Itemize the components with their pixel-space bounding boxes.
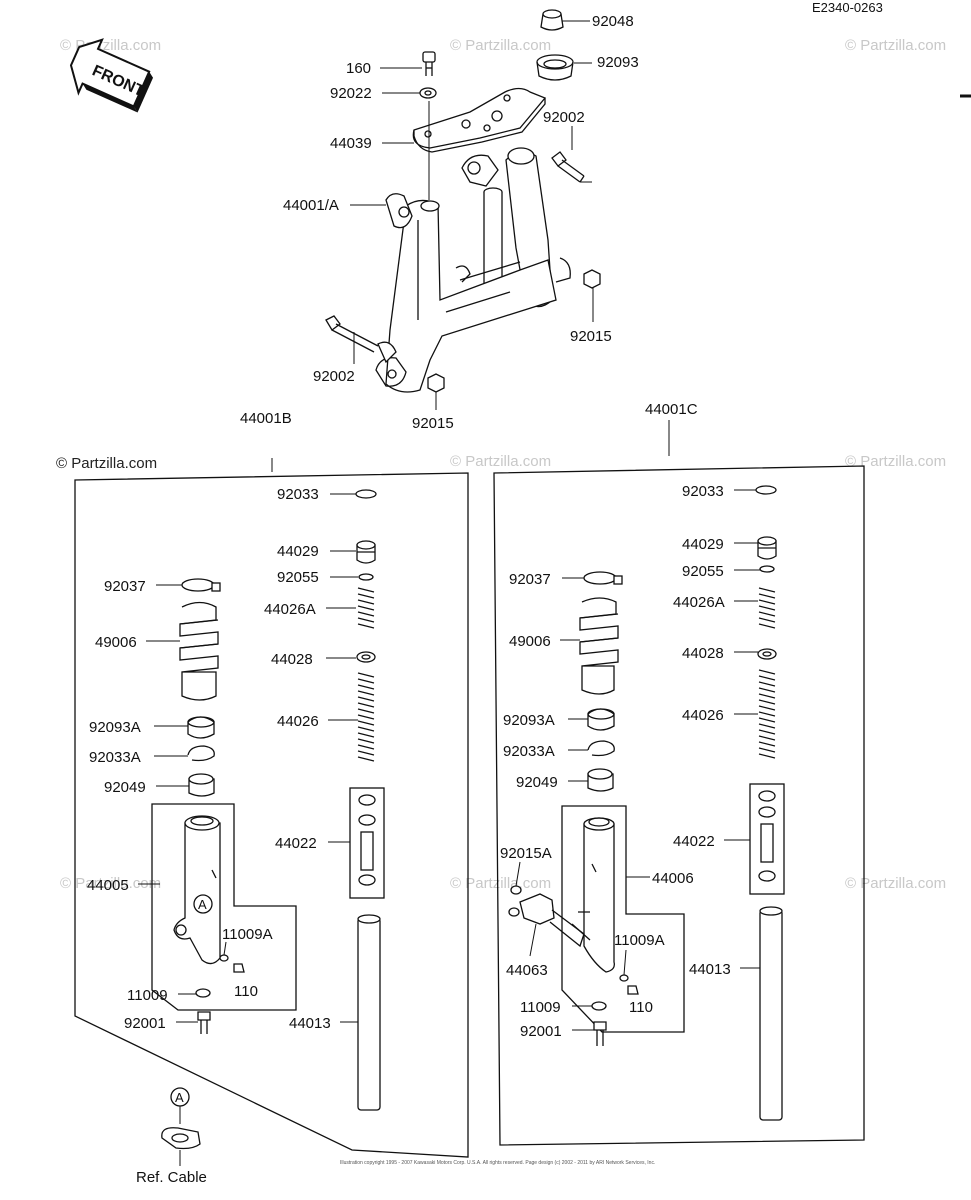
left-part-11009a: 11009A — [222, 926, 273, 943]
watermark-dark: © Partzilla.com — [56, 455, 157, 472]
right-part-92033: 92033 — [682, 483, 724, 500]
left-part-44005: 44005 — [87, 877, 129, 894]
steering-stem-drawing — [325, 9, 601, 393]
front-arrow-icon: FRONT — [69, 38, 154, 113]
part-92002-lower: 92002 — [313, 368, 355, 385]
right-part-44026: 44026 — [682, 707, 724, 724]
right-fork-frame — [493, 465, 865, 1146]
watermark: © Partzilla.com — [845, 875, 946, 892]
left-part-92093a: 92093A — [89, 719, 141, 736]
left-part-110: 110 — [234, 983, 258, 1000]
part-92015-lower: 92015 — [412, 415, 454, 432]
right-part-44006: 44006 — [652, 870, 694, 887]
spring-short — [357, 587, 375, 629]
right-part-92055: 92055 — [682, 563, 724, 580]
right-part-44063: 44063 — [506, 962, 548, 979]
right-part-92093a: 92093A — [503, 712, 555, 729]
part-92093: 92093 — [597, 54, 639, 71]
right-part-92037: 92037 — [509, 571, 551, 588]
ref-circle-a: A — [198, 897, 207, 912]
left-part-44013: 44013 — [289, 1015, 331, 1032]
watermark: © Partzilla.com — [450, 875, 551, 892]
left-part-92049: 92049 — [104, 779, 146, 796]
right-part-44029: 44029 — [682, 536, 724, 553]
left-fork-drawing: A — [151, 489, 385, 1111]
right-part-92049: 92049 — [516, 774, 558, 791]
assembly-44001c: 44001C — [645, 401, 698, 418]
right-part-44026a: 44026A — [673, 594, 725, 611]
part-160: 160 — [346, 60, 371, 77]
copyright-text: Illustration copyright 1995 - 2007 Kawas… — [340, 1160, 655, 1166]
watermark: © Partzilla.com — [60, 37, 161, 54]
left-part-11009: 11009 — [127, 987, 168, 1004]
right-part-92001: 92001 — [520, 1023, 562, 1040]
right-part-49006: 49006 — [509, 633, 551, 650]
left-part-92001: 92001 — [124, 1015, 166, 1032]
watermark: © Partzilla.com — [845, 453, 946, 470]
right-part-11009a: 11009A — [614, 932, 665, 949]
left-part-49006: 49006 — [95, 634, 137, 651]
watermark: © Partzilla.com — [450, 453, 551, 470]
ref-circle-a-label: A — [175, 1090, 184, 1105]
left-part-92033: 92033 — [277, 486, 319, 503]
left-part-44026: 44026 — [277, 713, 319, 730]
right-part-44022: 44022 — [673, 833, 715, 850]
ref-cable-label: Ref. Cable — [136, 1169, 207, 1186]
right-part-44028: 44028 — [682, 645, 724, 662]
left-part-92033a: 92033A — [89, 749, 141, 766]
left-fork-frame — [74, 472, 469, 1158]
left-part-92037: 92037 — [104, 578, 146, 595]
right-fork-drawing — [508, 485, 785, 1121]
cable-clamp-icon — [161, 1127, 201, 1150]
part-92048: 92048 — [592, 13, 634, 30]
right-part-92033a: 92033A — [503, 743, 555, 760]
left-part-44028: 44028 — [271, 651, 313, 668]
left-part-92055: 92055 — [277, 569, 319, 586]
part-92015-right: 92015 — [570, 328, 612, 345]
watermark: © Partzilla.com — [60, 875, 161, 892]
left-part-44022: 44022 — [275, 835, 317, 852]
part-44039: 44039 — [330, 135, 372, 152]
watermark: © Partzilla.com — [450, 37, 551, 54]
right-part-92015a: 92015A — [500, 845, 552, 862]
part-92002-top: 92002 — [543, 109, 585, 126]
spring-long — [357, 672, 375, 762]
ref-code: E2340-0263 — [812, 0, 883, 15]
right-part-44013: 44013 — [689, 961, 731, 978]
right-part-11009: 11009 — [520, 999, 561, 1016]
assembly-44001b: 44001B — [240, 410, 292, 427]
watermark: © Partzilla.com — [845, 37, 946, 54]
right-part-110: 110 — [629, 999, 653, 1016]
left-part-44029: 44029 — [277, 543, 319, 560]
part-92022: 92022 — [330, 85, 372, 102]
part-44001-a: 44001/A — [283, 197, 339, 214]
left-part-44026a: 44026A — [264, 601, 316, 618]
